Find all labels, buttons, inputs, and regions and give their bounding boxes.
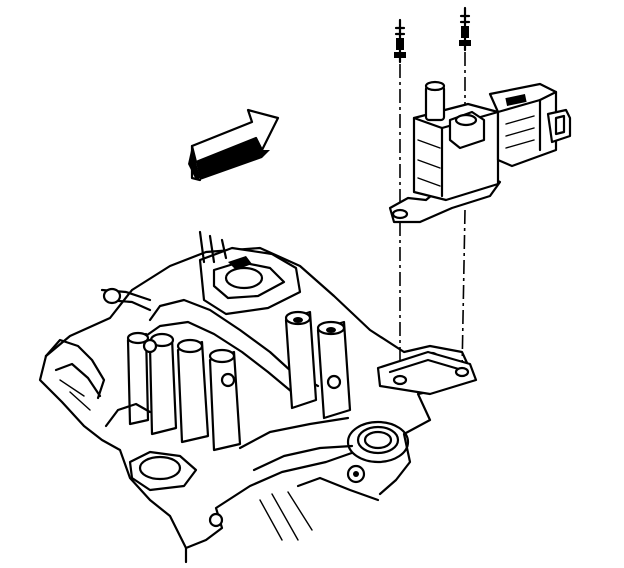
coil-mounting-bolt-right — [459, 6, 471, 52]
bracket-bolt-hole — [391, 208, 409, 220]
coil-mounting-bolt-left — [394, 18, 406, 64]
engine-intake-manifold — [38, 230, 478, 564]
alignment-lines — [399, 52, 466, 382]
coil-electrical-connector — [546, 108, 572, 144]
direction-arrow-icon — [188, 108, 280, 182]
ignition-coil-assembly — [388, 80, 572, 224]
